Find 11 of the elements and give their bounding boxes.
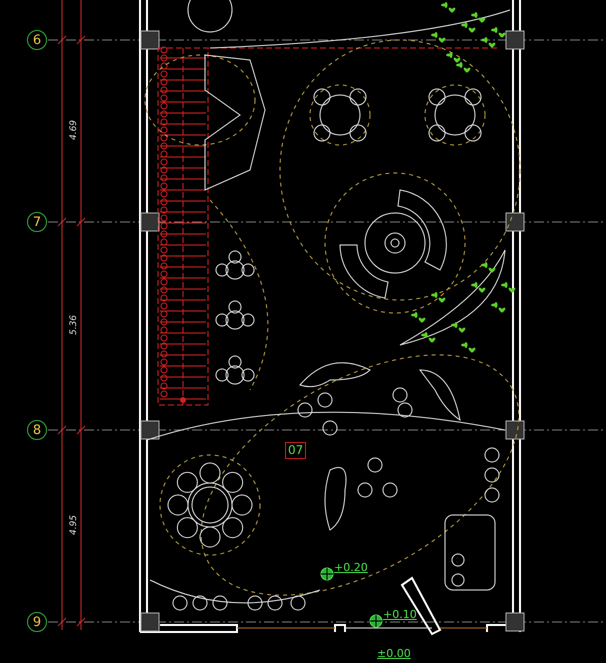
dimension-label: 4.95: [68, 514, 80, 536]
grid-bubble: 6: [27, 30, 47, 50]
grid-bubble: 9: [27, 612, 47, 632]
level-label: ±0.00: [377, 648, 411, 660]
grid-bubble: 7: [27, 212, 47, 232]
dimension-label: 5.36: [68, 314, 80, 336]
grid-bubble: 8: [27, 420, 47, 440]
dimension-label: 4.69: [68, 120, 80, 140]
level-label: +0.20: [334, 562, 368, 574]
room-tag: 07: [285, 442, 306, 459]
level-label: +0.10: [383, 609, 417, 621]
